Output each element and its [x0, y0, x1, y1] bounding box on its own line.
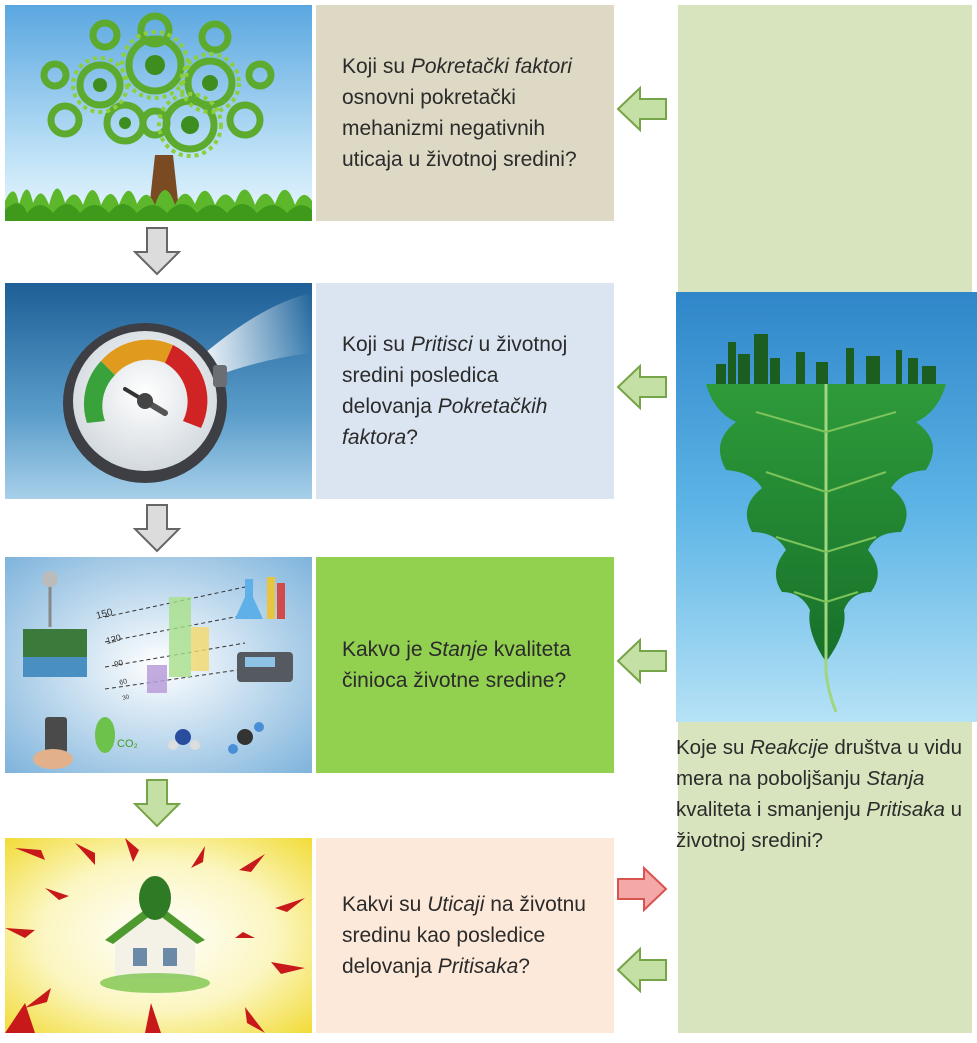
svg-text:120: 120 — [105, 632, 122, 646]
svg-text:90: 90 — [113, 658, 124, 669]
responses-question-text: Koje su Reakcije društva u vidu mera na … — [676, 736, 963, 852]
arrow-left-response-to-impacts — [616, 947, 668, 993]
svg-text:150: 150 — [95, 607, 114, 622]
arrow-down-drivers-to-pressures — [133, 226, 181, 276]
responses-panel-top — [678, 5, 972, 292]
arrow-down-pressures-to-state — [133, 503, 181, 553]
arrow-left-response-to-drivers — [616, 86, 668, 132]
impacts-house-image — [5, 838, 312, 1033]
state-question-box: Kakvo je Stanje kvaliteta činioca životn… — [316, 557, 614, 773]
pressures-gauge-image — [5, 283, 312, 499]
responses-panel-bottom — [678, 722, 972, 1033]
arrow-right-impacts-to-response — [616, 866, 668, 912]
arrow-left-response-to-pressures — [616, 364, 668, 410]
svg-text:30: 30 — [122, 694, 131, 702]
state-measurements-image: 150 120 90 60 30 CO₂ — [5, 557, 312, 773]
arrow-left-response-to-state — [616, 638, 668, 684]
drivers-gear-tree-image — [5, 5, 312, 221]
arrow-down-state-to-impacts — [133, 778, 181, 828]
svg-text:CO₂: CO₂ — [117, 738, 138, 750]
impacts-question-box: Kakvi su Uticaji na životnu sredinu kao … — [316, 838, 614, 1033]
responses-leaf-city-image — [676, 292, 977, 722]
svg-text:60: 60 — [119, 678, 128, 687]
pressures-question-box: Koji su Pritisci u životnoj sredini posl… — [316, 283, 614, 499]
drivers-question-box: Koji su Pokretački faktori osnovni pokre… — [316, 5, 614, 221]
